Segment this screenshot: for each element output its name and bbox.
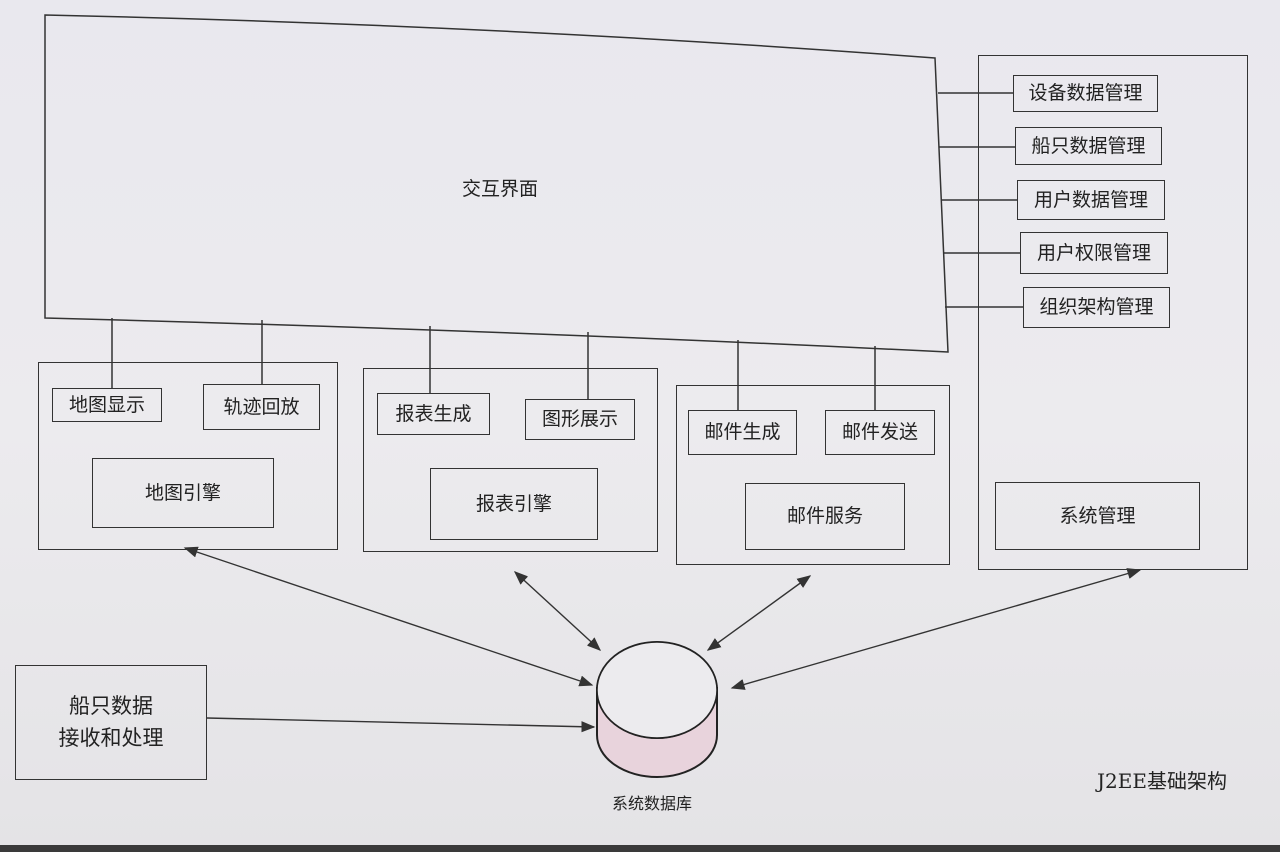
ship-data-processing: 船只数据 接收和处理: [15, 665, 207, 780]
ship-data-line2: 接收和处理: [58, 725, 164, 750]
mail-service: 邮件服务: [745, 483, 905, 550]
system-management: 系统管理: [995, 482, 1200, 550]
interface-to-system-links: [111, 92, 1023, 410]
arrow-map-db: [183, 546, 594, 687]
ship-data-line1: 船只数据: [69, 694, 153, 718]
device-data-management: 设备数据管理: [1013, 75, 1158, 112]
database-label: 系统数据库: [612, 794, 693, 813]
graph-display: 图形展示: [525, 399, 635, 440]
interface-label: 交互界面: [462, 178, 539, 200]
interface-box: [44, 14, 949, 353]
diagram-caption: J2EE基础架构: [1097, 769, 1227, 793]
arrow-ship-db: [206, 717, 596, 733]
org-structure-management: 组织架构管理: [1023, 287, 1170, 328]
user-permission-management: 用户权限管理: [1020, 232, 1168, 274]
system-management-panel: [978, 55, 1248, 570]
user-data-management: 用户数据管理: [1017, 180, 1165, 220]
ship-data-management: 船只数据管理: [1015, 127, 1162, 165]
map-engine: 地图引擎: [92, 458, 274, 528]
arrow-report-db: [513, 571, 602, 651]
report-group: [363, 368, 658, 552]
arrow-system-db: [730, 568, 1142, 690]
mail-group: [676, 385, 950, 565]
report-engine: 报表引擎: [430, 468, 598, 540]
report-generation: 报表生成: [377, 393, 490, 435]
database-cylinder: [596, 641, 718, 778]
page-edge: [0, 845, 1280, 852]
mail-generation: 邮件生成: [688, 410, 797, 455]
map-display: 地图显示: [52, 388, 162, 422]
track-playback: 轨迹回放: [203, 384, 320, 430]
mail-sending: 邮件发送: [825, 410, 935, 455]
map-group: [38, 362, 338, 550]
arrow-mail-db: [706, 575, 812, 651]
